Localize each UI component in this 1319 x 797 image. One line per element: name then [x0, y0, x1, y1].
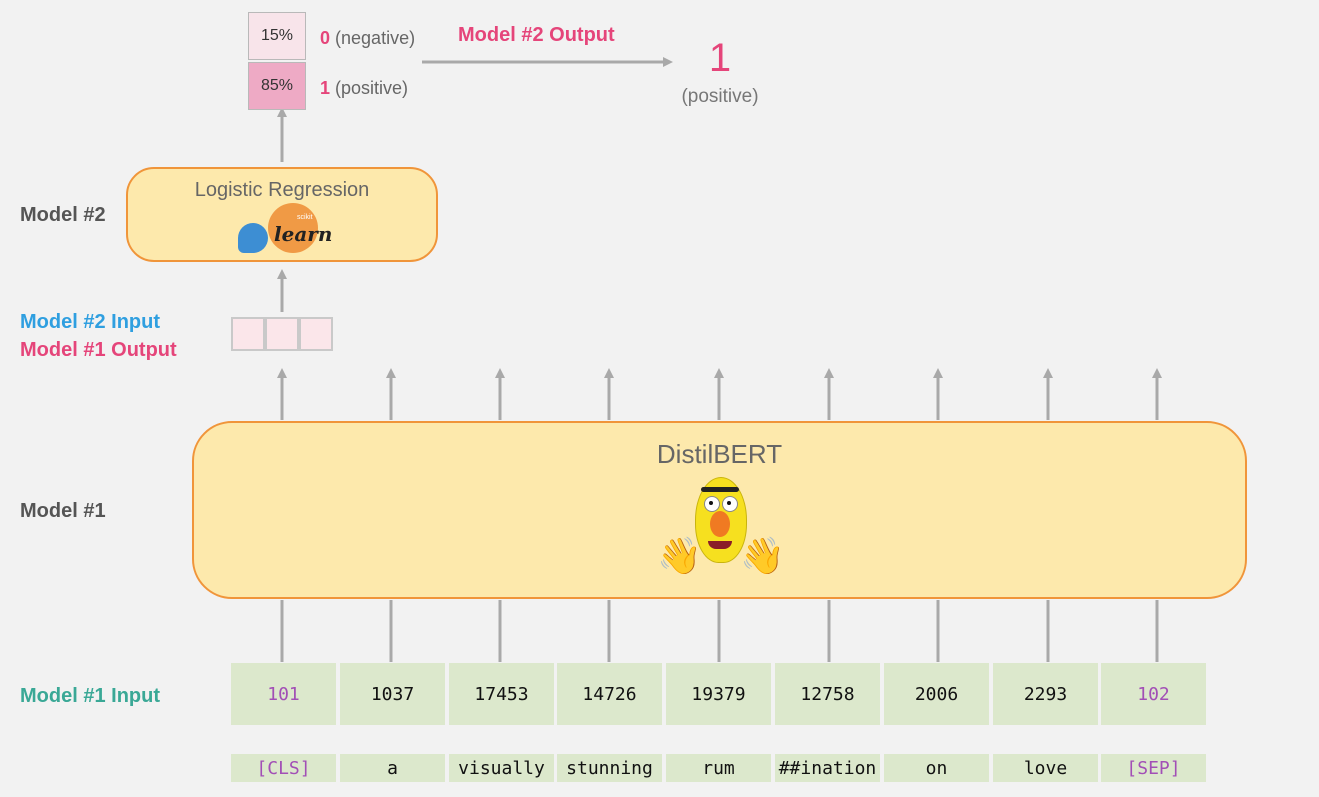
- prob-cell-positive: 85%: [248, 62, 306, 110]
- token-text-cell: rum: [666, 754, 771, 782]
- token-id-cell: 2006: [884, 663, 989, 725]
- token-id-cell: 101: [231, 663, 336, 725]
- class-label-positive: 1 (positive): [320, 78, 408, 99]
- token-text-cell: love: [993, 754, 1098, 782]
- class-name-positive: (positive): [335, 78, 409, 98]
- sklearn-logo-text: learn: [274, 222, 333, 246]
- prob-negative-value: 15%: [260, 27, 294, 44]
- model2-output-label: Model #2 Output: [458, 24, 615, 46]
- class-name-negative: (negative): [335, 28, 416, 48]
- feature-vector-cell: [299, 317, 333, 351]
- feature-vector-cell: [231, 317, 265, 351]
- token-text-cell: ##ination: [775, 754, 880, 782]
- token-id-cell: 1037: [340, 663, 445, 725]
- model2-label: Model #2: [20, 204, 106, 226]
- token-id-cell: 2293: [993, 663, 1098, 725]
- class-num-negative: 0: [320, 28, 331, 48]
- distilbert-title: DistilBERT: [656, 439, 783, 469]
- prob-cell-negative: 15%: [248, 12, 306, 60]
- bert-muppet-icon: 👋 👋: [654, 475, 785, 583]
- token-text-cell: on: [884, 754, 989, 782]
- token-text-cell: [SEP]: [1101, 754, 1206, 782]
- token-text-cell: stunning: [557, 754, 662, 782]
- token-id-cell: 17453: [449, 663, 554, 725]
- model1-label: Model #1: [20, 500, 106, 522]
- logistic-regression-box: Logistic Regression scikit learn: [126, 167, 438, 262]
- waving-hand-left-icon: 👋: [657, 535, 702, 576]
- logistic-regression-title: Logistic Regression: [194, 179, 370, 201]
- feature-vector-cell: [265, 317, 299, 351]
- prob-positive-value: 85%: [260, 77, 294, 94]
- token-text-cell: [CLS]: [231, 754, 336, 782]
- arrow-group: [277, 57, 1162, 662]
- class-label-negative: 0 (negative): [320, 28, 415, 49]
- token-id-cell: 14726: [557, 663, 662, 725]
- class-num-positive: 1: [320, 78, 331, 98]
- model2-input-label: Model #2 Input: [20, 311, 160, 333]
- token-id-cell: 19379: [666, 663, 771, 725]
- model1-output-label: Model #1 Output: [20, 339, 177, 361]
- sklearn-logo-icon: scikit learn: [234, 201, 334, 255]
- model1-input-label: Model #1 Input: [20, 685, 160, 707]
- token-text-cell: a: [340, 754, 445, 782]
- distilbert-box: DistilBERT 👋 👋: [192, 421, 1247, 599]
- result-label: (positive): [681, 86, 759, 107]
- token-id-cell: 102: [1101, 663, 1206, 725]
- sklearn-small-text: scikit: [297, 214, 313, 221]
- result-value: 1: [708, 36, 732, 80]
- token-text-cell: visually: [449, 754, 554, 782]
- waving-hand-right-icon: 👋: [740, 535, 785, 576]
- token-id-cell: 12758: [775, 663, 880, 725]
